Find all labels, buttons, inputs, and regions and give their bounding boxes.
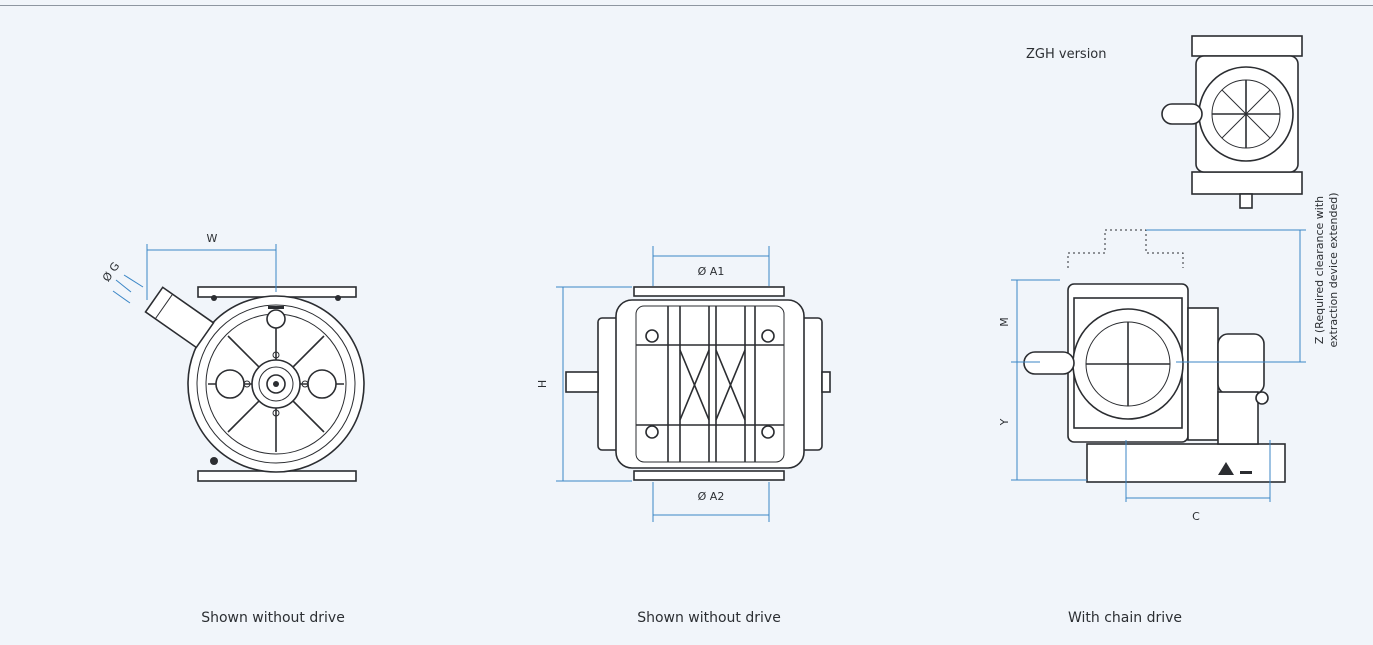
- caption-side-view: Shown without drive: [201, 610, 345, 626]
- dim-g-label: Ø G: [100, 260, 123, 284]
- front-top-flange: [633, 286, 785, 297]
- dim-a2-label: Ø A2: [698, 490, 725, 503]
- side-view-drawing: [112, 244, 365, 482]
- zgh-version-label: ZGH version: [1026, 47, 1107, 62]
- dim-a1-label: Ø A1: [698, 265, 725, 278]
- dim-c-label: C: [1192, 510, 1200, 523]
- dim-z-label-line1: Z (Required clearance with: [1313, 196, 1326, 344]
- dim-m-label: M: [998, 317, 1011, 327]
- caption-front-view: Shown without drive: [637, 610, 781, 626]
- front-body: [615, 299, 805, 469]
- dim-w-label: W: [207, 232, 218, 245]
- zgh-version-drawing: [1161, 35, 1303, 209]
- dim-z-label-line2: extraction device extended): [1327, 192, 1340, 347]
- chain-drive-drawing: [1011, 229, 1306, 502]
- top-rule: [0, 5, 1373, 6]
- front-view-drawing: [556, 246, 831, 522]
- front-bottom-flange: [633, 470, 785, 481]
- chain-base: [1086, 443, 1286, 483]
- caption-chain-drive: With chain drive: [1067, 610, 1183, 626]
- dim-y-label: Y: [998, 418, 1011, 426]
- technical-drawing: W Ø G: [100, 35, 1340, 523]
- dim-h-label: H: [536, 380, 549, 388]
